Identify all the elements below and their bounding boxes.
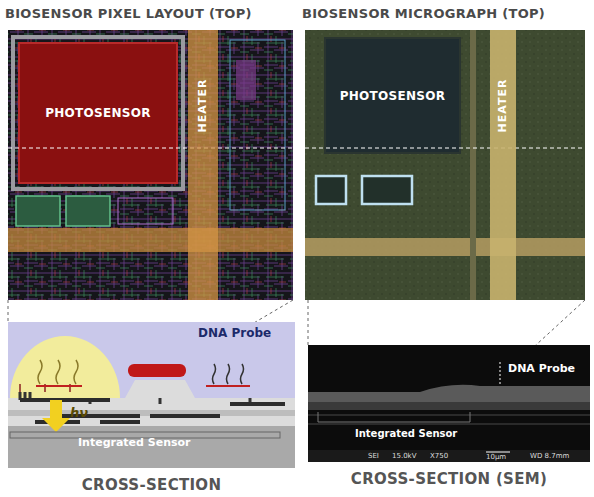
- sem-info: 15.0kV: [392, 452, 416, 460]
- heater-strip: HEATER: [490, 30, 516, 300]
- probe-label: DNA Probe: [508, 362, 575, 375]
- photosensor-box: PHOTOSENSOR: [325, 38, 460, 153]
- panel-heading: CROSS-SECTION (SEM): [351, 470, 547, 488]
- part-label: HEATER: [497, 78, 510, 132]
- sem-info: 10μm: [486, 453, 506, 461]
- part-label: PHOTOSENSOR: [340, 89, 446, 103]
- light-symbol: hν: [70, 405, 88, 420]
- sensor-label: Integrated Sensor: [78, 436, 191, 449]
- sem-info: WD 8.7mm: [530, 452, 569, 460]
- panel-heading: BIOSENSOR MICROGRAPH (TOP): [302, 6, 545, 21]
- part-label: HEATER: [197, 78, 210, 132]
- panel-heading: BIOSENSOR PIXEL LAYOUT (TOP): [5, 6, 252, 21]
- heater-strip: HEATER: [188, 30, 218, 300]
- photosensor-box: PHOTOSENSOR: [19, 43, 177, 183]
- part-label: PHOTOSENSOR: [45, 106, 151, 120]
- layout-panel: BIOSENSOR PIXEL LAYOUT (TOP)PHOTOSENSORH…: [8, 30, 293, 300]
- micrograph-panel: BIOSENSOR MICROGRAPH (TOP)PHOTOSENSORHEA…: [305, 30, 585, 300]
- sensor-label: Integrated Sensor: [355, 428, 457, 439]
- sem-info: X750: [430, 452, 448, 460]
- probe-label: DNA Probe: [198, 326, 271, 340]
- sem-info: SEI: [368, 452, 379, 460]
- panel-heading: CROSS-SECTION: [82, 476, 222, 494]
